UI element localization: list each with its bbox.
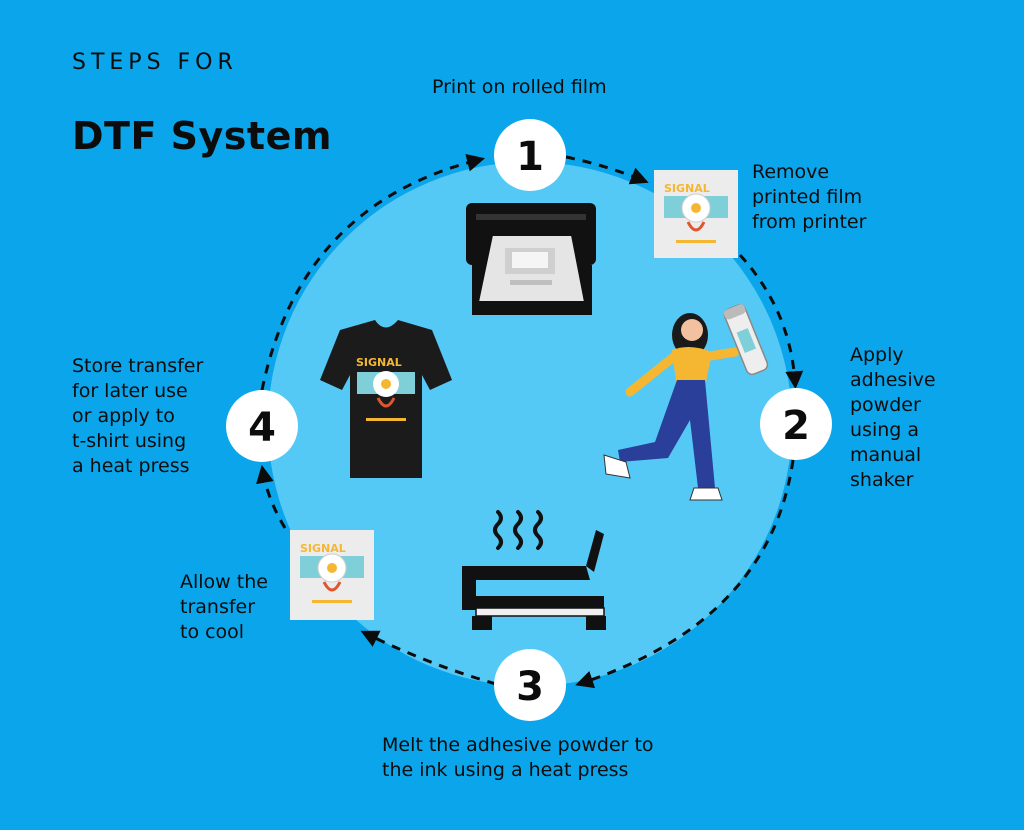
woman-with-shaker-icon — [603, 304, 769, 501]
cycle-arrows — [256, 153, 804, 689]
step-badge-3: 3 — [494, 649, 566, 721]
step-number-1: 1 — [516, 134, 544, 180]
remove-film-label: Remove printed film from printer — [752, 161, 867, 233]
svg-text:SIGNAL: SIGNAL — [664, 182, 710, 195]
page-title: DTF System — [72, 114, 332, 158]
film-sheet-icon: SIGNAL — [654, 170, 738, 258]
arrow-3-to-cool — [360, 630, 497, 686]
arrow-2-to-3 — [575, 459, 795, 689]
transfer-sheet-icon: SIGNAL — [290, 530, 374, 620]
step-4-label: Store transfer for later use or apply to… — [72, 355, 204, 477]
step-1-label: Print on rolled film — [432, 76, 607, 98]
step-2-label: Apply adhesive powder using a manual sha… — [850, 344, 936, 491]
step-number-3: 3 — [516, 664, 544, 710]
step-badge-1: 1 — [494, 119, 566, 191]
heat-press-icon — [462, 510, 606, 630]
svg-text:SIGNAL: SIGNAL — [300, 542, 346, 555]
step-badge-4: 4 — [226, 390, 298, 462]
cool-transfer-label: Allow the transfer to cool — [180, 571, 268, 643]
step-number-2: 2 — [782, 403, 810, 449]
cycle-circle — [268, 162, 792, 686]
arrow-remove-to-2 — [738, 253, 804, 390]
svg-text:SIGNAL: SIGNAL — [356, 356, 402, 369]
printer-icon — [466, 203, 596, 315]
step-number-4: 4 — [248, 405, 276, 451]
step-badge-2: 2 — [760, 388, 832, 460]
tshirt-icon: SIGNAL — [320, 320, 452, 478]
step-3-label: Melt the adhesive powder to the ink usin… — [382, 734, 654, 781]
title-kicker: STEPS FOR — [72, 50, 238, 75]
arrow-1-to-remove — [565, 155, 649, 185]
arrow-cool-to-4 — [256, 464, 287, 529]
